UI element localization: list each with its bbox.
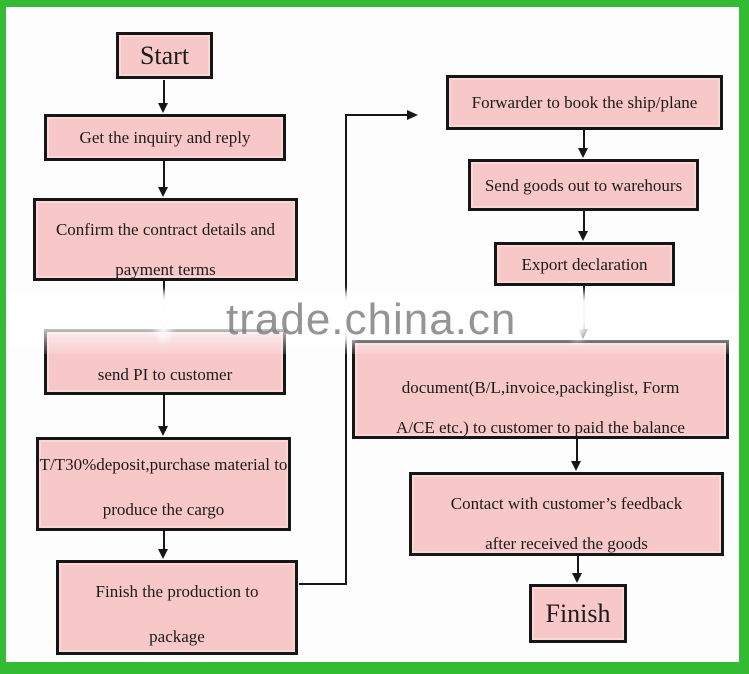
node-finish-label: Finish	[545, 598, 611, 628]
node-get-inquiry: Get the inquiry and reply	[44, 114, 286, 161]
node-send-goods-warehouse: Send goods out to warehours	[468, 159, 699, 211]
node-documents-balance-line2: A/CE etc.) to customer to paid the balan…	[396, 418, 685, 437]
connector-arrow-head	[407, 110, 418, 120]
node-finish-production-line2: package	[149, 627, 205, 646]
node-start: Start	[116, 32, 213, 79]
arrow-export-to-documents-head	[578, 329, 588, 339]
arrow-start-to-inquiry-line	[163, 80, 165, 105]
node-export-declaration: Export declaration	[494, 242, 675, 286]
arrow-feedback-to-finish-line	[577, 556, 579, 575]
node-deposit-purchase-line2: produce the cargo	[102, 500, 225, 519]
connector-vertical-segment	[345, 114, 347, 585]
connector-top-segment	[347, 114, 408, 116]
arrow-forwarder-to-sendgoods-line	[583, 130, 585, 150]
node-finish-production: Finish the production to package	[56, 560, 298, 655]
arrow-sendgoods-to-export-head	[578, 231, 588, 241]
arrow-documents-to-feedback-line	[576, 439, 578, 463]
node-confirm-contract: Confirm the contract details and payment…	[33, 198, 298, 281]
arrow-sendgoods-to-export-line	[583, 211, 585, 233]
arrow-confirm-to-sendpi-head	[158, 318, 168, 328]
arrow-deposit-to-finishprod-head	[158, 549, 168, 559]
arrow-confirm-to-sendpi-line	[163, 281, 165, 320]
arrow-sendpi-to-deposit-line	[163, 395, 165, 428]
node-finish: Finish	[529, 584, 627, 643]
arrow-start-to-inquiry-head	[158, 103, 168, 113]
node-customer-feedback-line1: Contact with customer’s feedback	[450, 494, 683, 513]
node-send-pi: send PI to customer	[44, 329, 286, 395]
node-forwarder-book: Forwarder to book the ship/plane	[446, 75, 723, 130]
node-export-declaration-label: Export declaration	[521, 254, 648, 274]
arrow-documents-to-feedback-head	[571, 461, 581, 471]
node-deposit-purchase: T/T30%deposit,purchase material to produ…	[36, 437, 291, 531]
arrow-sendpi-to-deposit-head	[158, 426, 168, 436]
node-get-inquiry-label: Get the inquiry and reply	[79, 128, 251, 147]
arrow-forwarder-to-sendgoods-head	[578, 148, 588, 158]
node-customer-feedback: Contact with customer’s feedback after r…	[409, 472, 724, 556]
node-send-pi-label: send PI to customer	[97, 365, 233, 384]
node-documents-balance-line1: document(B/L,invoice,packinglist, Form	[401, 378, 680, 397]
node-confirm-contract-line2: payment terms	[115, 260, 216, 279]
node-deposit-purchase-line1: T/T30%deposit,purchase material to	[39, 455, 288, 474]
arrow-feedback-to-finish-head	[572, 573, 582, 583]
node-finish-production-line1: Finish the production to	[95, 582, 259, 601]
node-customer-feedback-line2: after received the goods	[485, 534, 648, 553]
node-forwarder-book-label: Forwarder to book the ship/plane	[471, 93, 698, 112]
arrow-inquiry-to-confirm-head	[158, 187, 168, 197]
node-documents-balance: document(B/L,invoice,packinglist, Form A…	[352, 340, 729, 439]
arrow-inquiry-to-confirm-line	[163, 161, 165, 189]
node-send-goods-warehouse-label: Send goods out to warehours	[484, 175, 683, 195]
node-confirm-contract-line1: Confirm the contract details and	[55, 220, 276, 239]
node-start-label: Start	[139, 40, 190, 70]
arrow-export-to-documents-line	[583, 286, 585, 331]
connector-bottom-segment	[299, 583, 347, 585]
arrow-deposit-to-finishprod-line	[163, 531, 165, 551]
